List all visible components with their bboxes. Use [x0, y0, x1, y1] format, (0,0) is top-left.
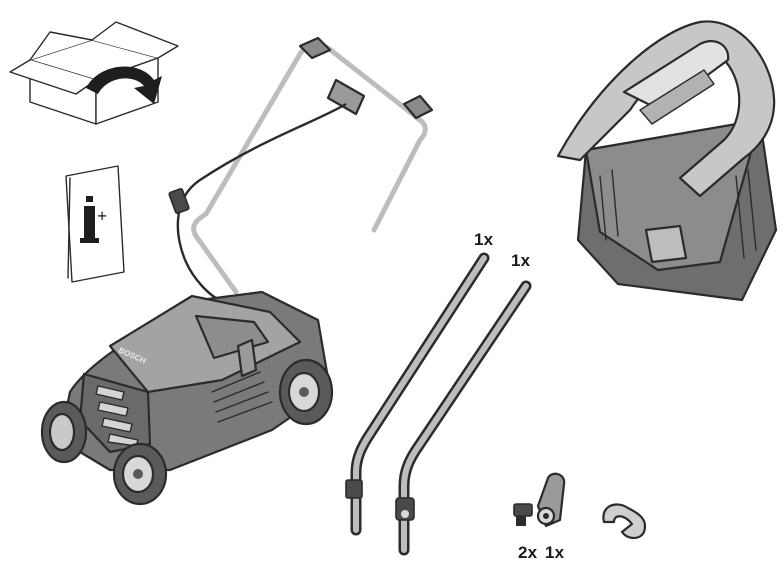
lower-handle-left [345, 252, 490, 536]
clamp-screws [513, 472, 566, 528]
quantity-label-handle-right: 1x [511, 251, 531, 270]
upper-handle [168, 36, 434, 302]
quantity-label-handle-left: 1x [474, 230, 494, 249]
cable-clip [602, 503, 647, 540]
svg-text:+: + [97, 206, 107, 226]
packaging-box-icon [9, 21, 179, 125]
lawnmower-body: BOSCH [40, 290, 334, 506]
instruction-manual-icon: + [65, 165, 125, 283]
grass-box [556, 20, 778, 302]
lower-handle-right [395, 280, 532, 556]
quantity-label-cable-clip: 1x [545, 543, 565, 562]
quantity-label-clamp-screws: 2x [518, 543, 538, 562]
